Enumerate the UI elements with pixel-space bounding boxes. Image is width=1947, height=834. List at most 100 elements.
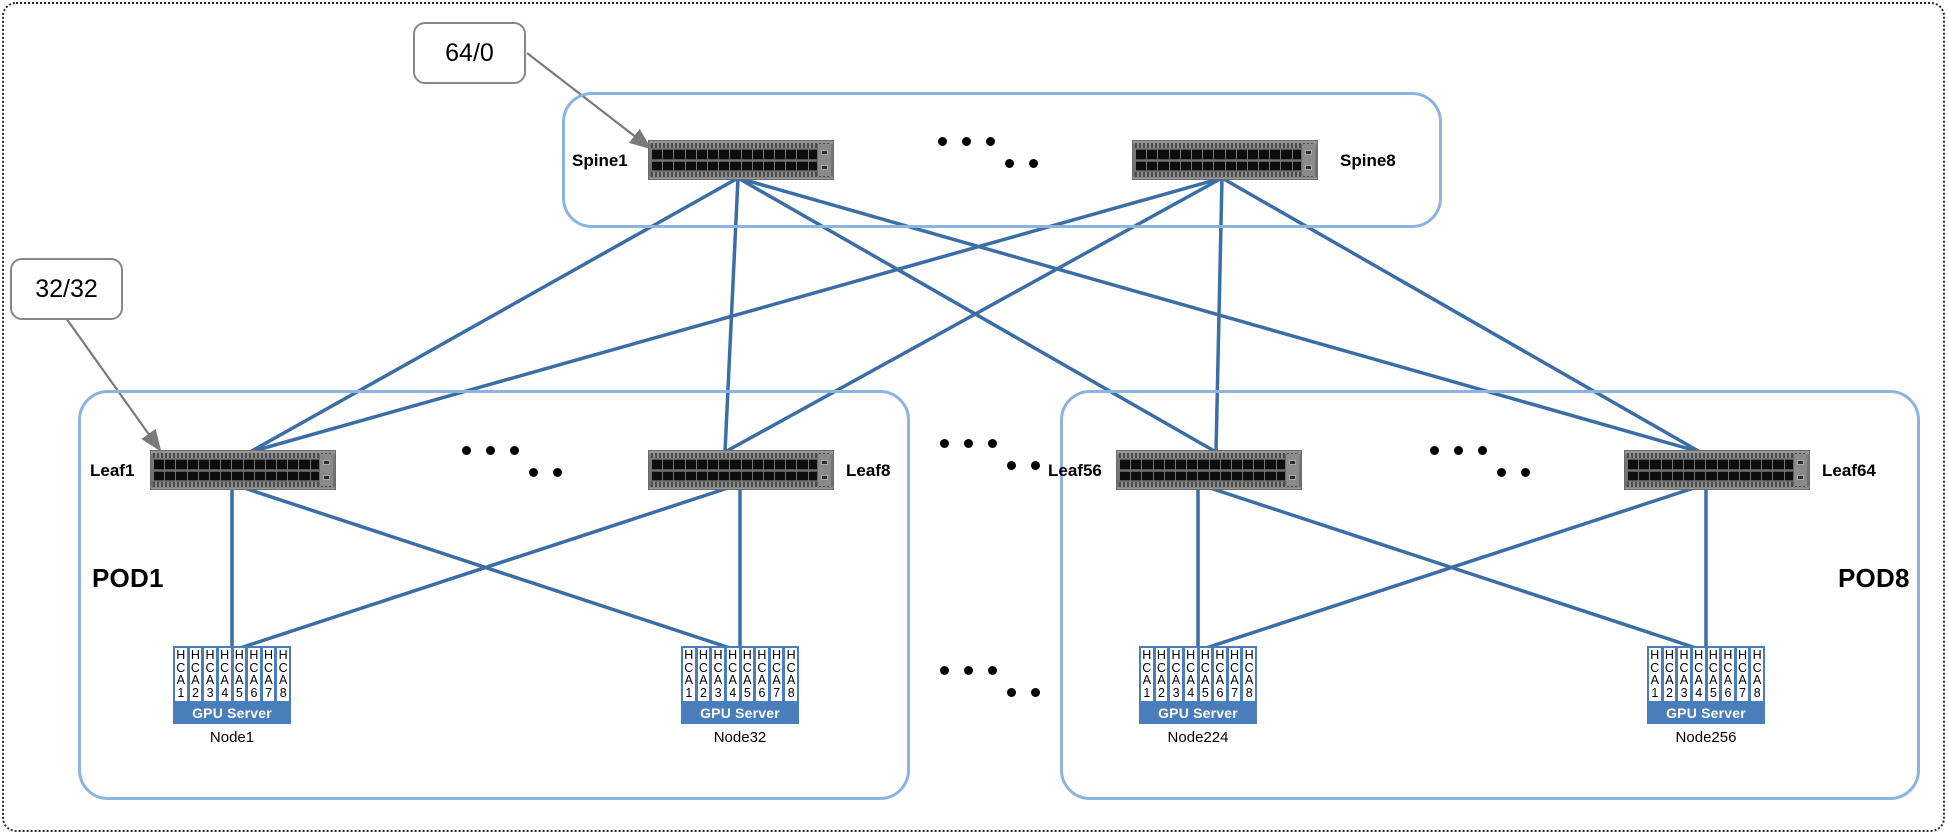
switch-bottom-vent: [651, 172, 831, 177]
hca-row: H C A 1 H C A 2 H C A 3 H C A 4: [1647, 646, 1765, 703]
hca-row: H C A 1 H C A 2 H C A 3 H C A 4: [681, 646, 799, 703]
callout-leaf-label: 32/32: [35, 274, 98, 303]
switch-port-row-bottom: [651, 160, 831, 171]
hca-char: C: [176, 660, 186, 675]
hca-1[interactable]: H C A 1: [682, 647, 696, 702]
hca-index: 1: [685, 685, 693, 700]
hca-char: C: [786, 660, 796, 675]
hca-char: C: [1230, 660, 1240, 675]
leaf-callout-arrow: [65, 317, 162, 452]
hca-char: H: [757, 648, 767, 662]
hca-char: C: [713, 660, 723, 675]
hca-index: 6: [1724, 685, 1732, 700]
hca-6[interactable]: H C A 6: [755, 647, 769, 702]
hca-char: C: [1679, 660, 1689, 675]
hca-char: H: [786, 648, 796, 662]
hca-char: C: [1694, 660, 1704, 675]
node-node32[interactable]: H C A 1 H C A 2 H C A 3 H C A 4: [681, 646, 799, 746]
hca-4[interactable]: H C A 4: [1691, 647, 1706, 702]
hca-8[interactable]: H C A 8: [1242, 647, 1256, 702]
hca-8[interactable]: H C A 8: [1750, 647, 1764, 702]
hca-index: 7: [1739, 685, 1747, 700]
hca-3[interactable]: H C A 3: [1677, 647, 1691, 702]
hca-4[interactable]: H C A 4: [725, 647, 740, 702]
hca-char: A: [264, 673, 273, 687]
hca-char: A: [757, 673, 767, 687]
switch-status-led: [1797, 460, 1804, 465]
switch-status-led: [821, 150, 828, 155]
label-leaf56: Leaf56: [1048, 461, 1102, 480]
switch-mgmt-panel: [1285, 454, 1299, 486]
hca-char: A: [1171, 673, 1181, 687]
switch-leaf8[interactable]: [648, 450, 834, 490]
hca-char: H: [713, 648, 723, 662]
hca-char: A: [787, 673, 796, 687]
hca-7[interactable]: H C A 7: [1735, 647, 1750, 702]
hca-7[interactable]: H C A 7: [261, 647, 276, 702]
node-node224[interactable]: H C A 1 H C A 2 H C A 3 H C A 4: [1139, 646, 1257, 746]
switch-port-row-top: [651, 459, 831, 470]
node-name-label: Node224: [1167, 729, 1229, 746]
hca-char: H: [1171, 648, 1181, 662]
hca-char: C: [1215, 660, 1225, 675]
switch-leaf64[interactable]: [1624, 450, 1810, 490]
hca-char: A: [279, 673, 288, 687]
switch-top-vent: [651, 143, 831, 148]
hca-char: A: [1186, 673, 1195, 687]
hca-char: A: [249, 673, 259, 687]
hca-index: 4: [729, 685, 737, 700]
hca-row: H C A 1 H C A 2 H C A 3 H C A 4: [1139, 646, 1257, 703]
node-node1[interactable]: H C A 1 H C A 2 H C A 3 H C A 4: [173, 646, 291, 746]
hca-7[interactable]: H C A 7: [1227, 647, 1242, 702]
hca-index: 2: [699, 685, 707, 700]
hca-2[interactable]: H C A 2: [696, 647, 711, 702]
gpu-server-bar: GPU Server: [173, 703, 291, 724]
hca-1[interactable]: H C A 1: [174, 647, 188, 702]
hca-5[interactable]: H C A 5: [232, 647, 247, 702]
hca-7[interactable]: H C A 7: [769, 647, 784, 702]
hca-2[interactable]: H C A 2: [1662, 647, 1677, 702]
hca-6[interactable]: H C A 6: [1721, 647, 1735, 702]
hca-index: 8: [1753, 685, 1761, 700]
switch-mgmt-panel: [817, 144, 831, 176]
hca-char: A: [713, 673, 723, 687]
hca-6[interactable]: H C A 6: [1213, 647, 1227, 702]
hca-8[interactable]: H C A 8: [276, 647, 290, 702]
hca-char: C: [249, 660, 259, 675]
hca-char: C: [742, 660, 752, 675]
switch-status-led: [1289, 460, 1296, 465]
hca-char: H: [1244, 648, 1254, 662]
switch-leaf1[interactable]: [150, 450, 336, 490]
hca-char: A: [1753, 673, 1762, 687]
hca-8[interactable]: H C A 8: [784, 647, 798, 702]
hca-3[interactable]: H C A 3: [711, 647, 725, 702]
hca-5[interactable]: H C A 5: [1706, 647, 1721, 702]
switch-spine8[interactable]: [1132, 140, 1318, 180]
switch-top-vent: [1627, 453, 1807, 458]
hca-char: A: [743, 673, 752, 687]
hca-5[interactable]: H C A 5: [740, 647, 755, 702]
hca-3[interactable]: H C A 3: [1169, 647, 1183, 702]
hca-2[interactable]: H C A 2: [1154, 647, 1169, 702]
switch-status-led: [323, 460, 330, 465]
hca-4[interactable]: H C A 4: [1183, 647, 1198, 702]
hca-char: H: [698, 648, 708, 662]
hca-char: H: [176, 648, 186, 662]
hca-6[interactable]: H C A 6: [247, 647, 261, 702]
hca-2[interactable]: H C A 2: [188, 647, 203, 702]
hca-char: H: [278, 648, 288, 662]
gpu-server-bar: GPU Server: [681, 703, 799, 724]
hca-4[interactable]: H C A 4: [217, 647, 232, 702]
hca-1[interactable]: H C A 1: [1648, 647, 1662, 702]
hca-index: 7: [1231, 685, 1239, 700]
hca-char: C: [1156, 660, 1166, 675]
label-spine8: Spine8: [1340, 151, 1396, 170]
hca-1[interactable]: H C A 1: [1140, 647, 1154, 702]
switch-spine1[interactable]: [648, 140, 834, 180]
switch-leaf56[interactable]: [1116, 450, 1302, 490]
hca-char: A: [1201, 673, 1210, 687]
node-node256[interactable]: H C A 1 H C A 2 H C A 3 H C A 4: [1647, 646, 1765, 746]
hca-3[interactable]: H C A 3: [203, 647, 217, 702]
hca-5[interactable]: H C A 5: [1198, 647, 1213, 702]
